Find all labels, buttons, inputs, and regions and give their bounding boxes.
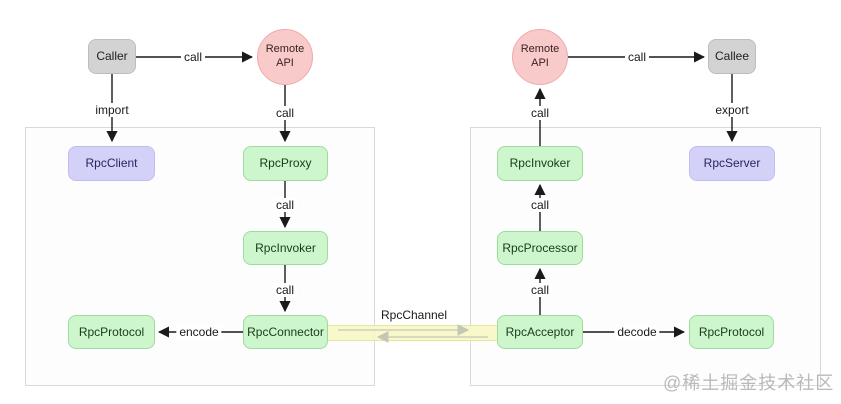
edge-label-call-invoker-connector: call [272, 283, 298, 297]
node-rpc-protocol-client-label: RpcProtocol [78, 324, 145, 339]
node-rpc-processor: RpcProcessor [497, 231, 583, 265]
edge-label-call-invoker-remote: call [527, 106, 553, 120]
node-caller-label: Caller [96, 49, 128, 63]
node-remote-api-client: Remote API [257, 29, 313, 85]
edge-label-import: import [92, 103, 132, 117]
node-rpc-acceptor: RpcAcceptor [497, 315, 583, 349]
node-rpc-server-label: RpcServer [703, 156, 761, 170]
edge-label-call-remote-callee: call [624, 50, 650, 64]
node-rpc-acceptor-label: RpcAcceptor [505, 324, 575, 339]
node-caller: Caller [88, 39, 136, 74]
node-rpc-proxy: RpcProxy [243, 146, 328, 181]
edge-label-call-remote-proxy: call [272, 106, 298, 120]
edge-label-rpc-channel: RpcChannel [380, 308, 448, 322]
node-remote-api-server: Remote API [512, 29, 568, 85]
rpc-channel-band [326, 325, 502, 341]
edge-label-call-caller-remote: call [180, 50, 206, 64]
node-rpc-connector-label: RpcConnector [247, 324, 324, 339]
node-rpc-invoker-client: RpcInvoker [243, 231, 328, 265]
node-rpc-protocol-client: RpcProtocol [68, 315, 155, 349]
node-callee-label: Callee [714, 49, 750, 63]
node-rpc-client: RpcClient [68, 146, 155, 181]
node-remote-api-server-label: Remote API [520, 43, 560, 69]
node-rpc-proxy-label: RpcProxy [259, 156, 312, 170]
node-rpc-invoker-server-label: RpcInvoker [509, 156, 571, 170]
node-rpc-invoker-server: RpcInvoker [497, 146, 583, 181]
node-remote-api-client-label: Remote API [265, 43, 305, 69]
node-rpc-connector: RpcConnector [243, 315, 328, 349]
edge-label-call-proxy-invoker: call [272, 198, 298, 212]
edge-label-decode: decode [614, 325, 660, 339]
edge-label-call-acceptor-processor: call [527, 283, 553, 297]
edge-label-encode: encode [176, 325, 222, 339]
node-callee: Callee [708, 39, 756, 74]
node-rpc-invoker-client-label: RpcInvoker [255, 240, 316, 255]
edge-label-call-processor-invoker: call [527, 198, 553, 212]
watermark: @稀土掘金技术社区 [663, 373, 835, 393]
node-rpc-client-label: RpcClient [85, 156, 138, 170]
node-rpc-server: RpcServer [689, 146, 775, 181]
node-rpc-protocol-server: RpcProtocol [689, 315, 774, 349]
node-rpc-processor-label: RpcProcessor [502, 240, 578, 255]
edge-label-export: export [712, 103, 752, 117]
node-rpc-protocol-server-label: RpcProtocol [698, 324, 765, 339]
